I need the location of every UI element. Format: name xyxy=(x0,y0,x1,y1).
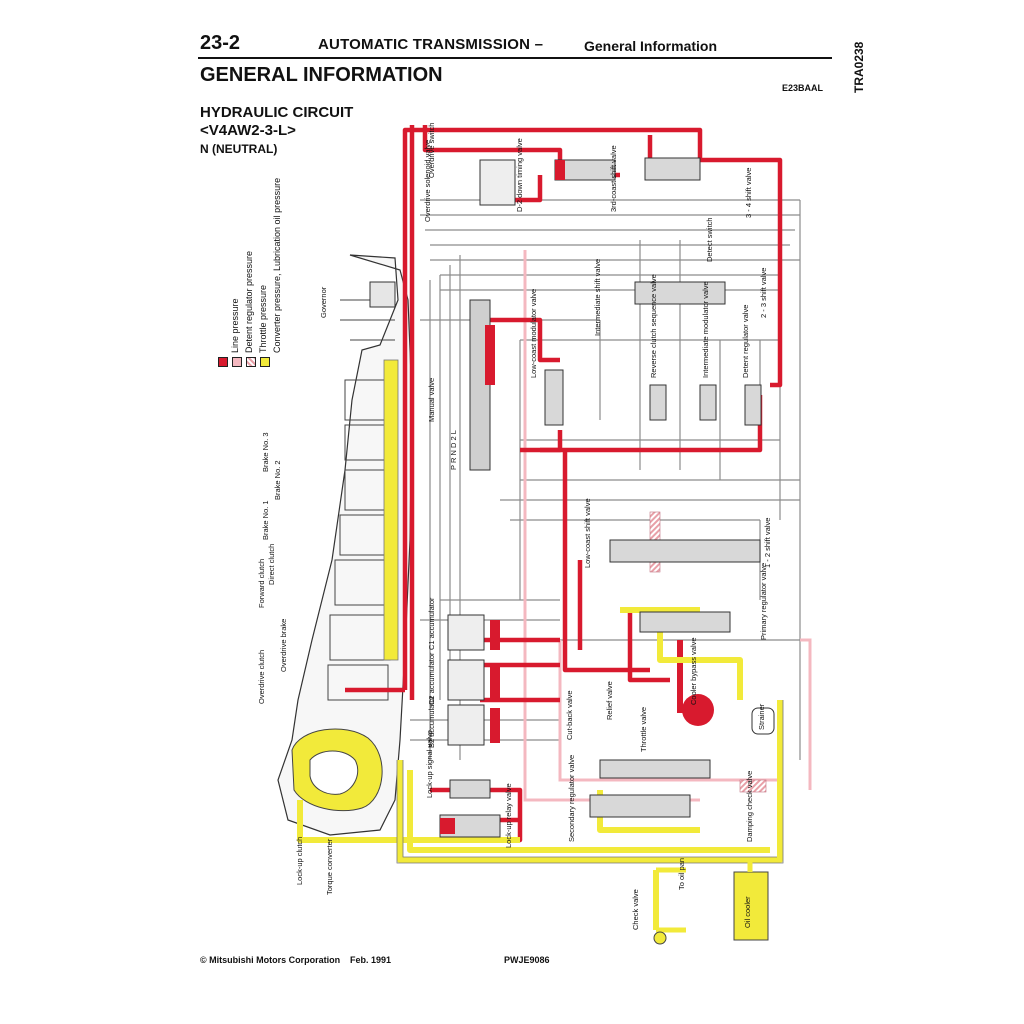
label-manual-valve: Manual valve xyxy=(427,377,436,422)
label-shift-34: 3 - 4 shift valve xyxy=(744,167,753,218)
line-pressure-lines xyxy=(345,125,783,843)
label-lockup-signal: Lock-up signal valve xyxy=(425,730,434,798)
label-prnd: P R N D 2 L xyxy=(449,430,458,470)
label-shift-12: 1 - 2 shift valve xyxy=(763,517,772,568)
label-primary-regulator: Primary regulator valve xyxy=(759,562,768,640)
section-dash: – xyxy=(534,36,544,53)
b2-accumulator-body xyxy=(447,704,485,746)
label-governor: Governor xyxy=(319,286,328,318)
label-secondary-regulator: Secondary regulator valve xyxy=(567,754,576,842)
torque-converter-body xyxy=(291,728,383,812)
label-lockup-relay: Lock-up relay valve xyxy=(504,783,513,848)
page-number: 23-2 xyxy=(200,32,241,54)
oil-cooler-line xyxy=(747,857,780,872)
label-brake-1: Brake No. 1 xyxy=(261,500,270,540)
page-title: GENERAL INFORMATION xyxy=(200,64,443,86)
low-coast-shift-valve xyxy=(609,539,761,563)
check-valve-icon xyxy=(653,931,667,945)
legend-item-detent: Detent regulator pressure xyxy=(232,175,254,375)
section-subtitle: General Information xyxy=(584,38,718,54)
shift-valve-34 xyxy=(644,157,701,181)
label-throttle: Throttle valve xyxy=(639,706,648,752)
reverse-clutch-valve xyxy=(649,384,667,421)
circuit-model: <V4AW2-3-L> xyxy=(200,122,296,139)
legend-swatch-converter xyxy=(260,357,270,367)
c2-accumulator-body xyxy=(447,659,485,701)
valve-red-fill xyxy=(440,160,565,834)
governor-body xyxy=(369,281,396,308)
label-shift-23: 2 - 3 shift valve xyxy=(759,267,768,318)
d2-timing-valve xyxy=(479,159,516,206)
label-low-coast-modulator: Low-coast modulator valve xyxy=(529,288,538,378)
section-title: AUTOMATIC TRANSMISSION – xyxy=(318,36,543,53)
pressure-legend: Line pressure Detent regulator pressure … xyxy=(218,175,288,375)
oil-cooler xyxy=(733,871,769,941)
detent-regulator-body xyxy=(744,384,762,426)
header-rule xyxy=(198,57,832,59)
label-brake-3: Brake No. 3 xyxy=(261,432,270,472)
label-3rd-coast: 3rd-coast shift valve xyxy=(609,145,618,212)
label-torque-converter: Torque converter xyxy=(325,838,334,895)
label-reverse-clutch: Reverse clutch sequence valve xyxy=(649,274,658,378)
primary-regulator-body xyxy=(639,611,731,633)
label-overdrive-brake: Overdrive brake xyxy=(279,618,288,672)
label-c1-accumulator: C1 accumulator xyxy=(427,597,436,650)
pump-feed xyxy=(677,640,698,713)
legend-swatch-detent xyxy=(232,357,242,367)
label-lockup-clutch: Lock-up clutch xyxy=(295,836,304,885)
label-intermediate-shift: Intermediate shift valve xyxy=(593,258,602,336)
label-direct-clutch: Direct clutch xyxy=(267,543,276,585)
throttle-pressure-block xyxy=(739,779,767,793)
yellow-line-edges xyxy=(396,700,784,864)
label-low-coast-shift: Low-coast shift valve xyxy=(583,498,592,568)
legend-item-converter: Converter pressure, Lubrication oil pres… xyxy=(260,175,282,375)
label-forward-clutch: Forward clutch xyxy=(257,558,266,608)
label-check-valve: Check valve xyxy=(631,889,640,930)
c1-accumulator-body xyxy=(447,614,485,651)
label-damping-check: Damping check valve xyxy=(745,770,754,842)
label-detect-switch: Detect switch xyxy=(705,217,714,262)
legend-swatch-line xyxy=(218,357,228,367)
circuit-title: HYDRAULIC CIRCUIT xyxy=(200,104,354,121)
circuit-mode: N (NEUTRAL) xyxy=(200,142,278,156)
strainer-body xyxy=(751,707,775,735)
lockup-signal-body xyxy=(449,779,491,799)
label-to-oil-pan: To oil pan xyxy=(677,857,686,890)
label-brake-2: Brake No. 2 xyxy=(273,460,282,500)
label-overdrive-switch: Overdrive switch xyxy=(427,122,436,178)
legend-item-line: Line pressure xyxy=(218,175,240,375)
label-cutback: Cut-back valve xyxy=(565,690,574,740)
label-intermediate-modulator: Intermediate modulator valve xyxy=(701,281,710,378)
label-overdrive-clutch: Overdrive clutch xyxy=(257,649,266,704)
label-cooler-bypass: Cooler bypass valve xyxy=(689,637,698,705)
low-coast-modulator xyxy=(544,369,564,426)
intermediate-modulator xyxy=(699,384,717,421)
label-strainer: Strainer xyxy=(757,703,766,730)
legend-item-throttle: Throttle pressure xyxy=(246,175,268,375)
footer-copyright: © Mitsubishi Motors Corporation xyxy=(200,955,341,965)
oil-cooler-line xyxy=(656,867,686,933)
label-oil-cooler: Oil cooler xyxy=(743,896,752,928)
converter-lines xyxy=(297,607,783,863)
section-title-text: AUTOMATIC TRANSMISSION xyxy=(318,36,531,53)
valve-bodies xyxy=(369,157,775,838)
page-code: E23BAAL xyxy=(782,83,824,93)
label-detent-regulator: Detent regulator valve xyxy=(741,304,750,378)
secondary-regulator-body xyxy=(589,794,691,818)
lubrication-column xyxy=(383,359,399,661)
legend-swatch-throttle xyxy=(246,357,256,367)
intermediate-shift-valve xyxy=(634,281,726,305)
label-relief: Relief valve xyxy=(605,681,614,720)
label-d2-timing: D-2 down timing valve xyxy=(515,138,524,212)
footer-doc-code: PWJE9086 xyxy=(504,955,550,965)
footer-date: Feb. 1991 xyxy=(350,955,392,965)
throttle-valve-body xyxy=(599,759,711,779)
